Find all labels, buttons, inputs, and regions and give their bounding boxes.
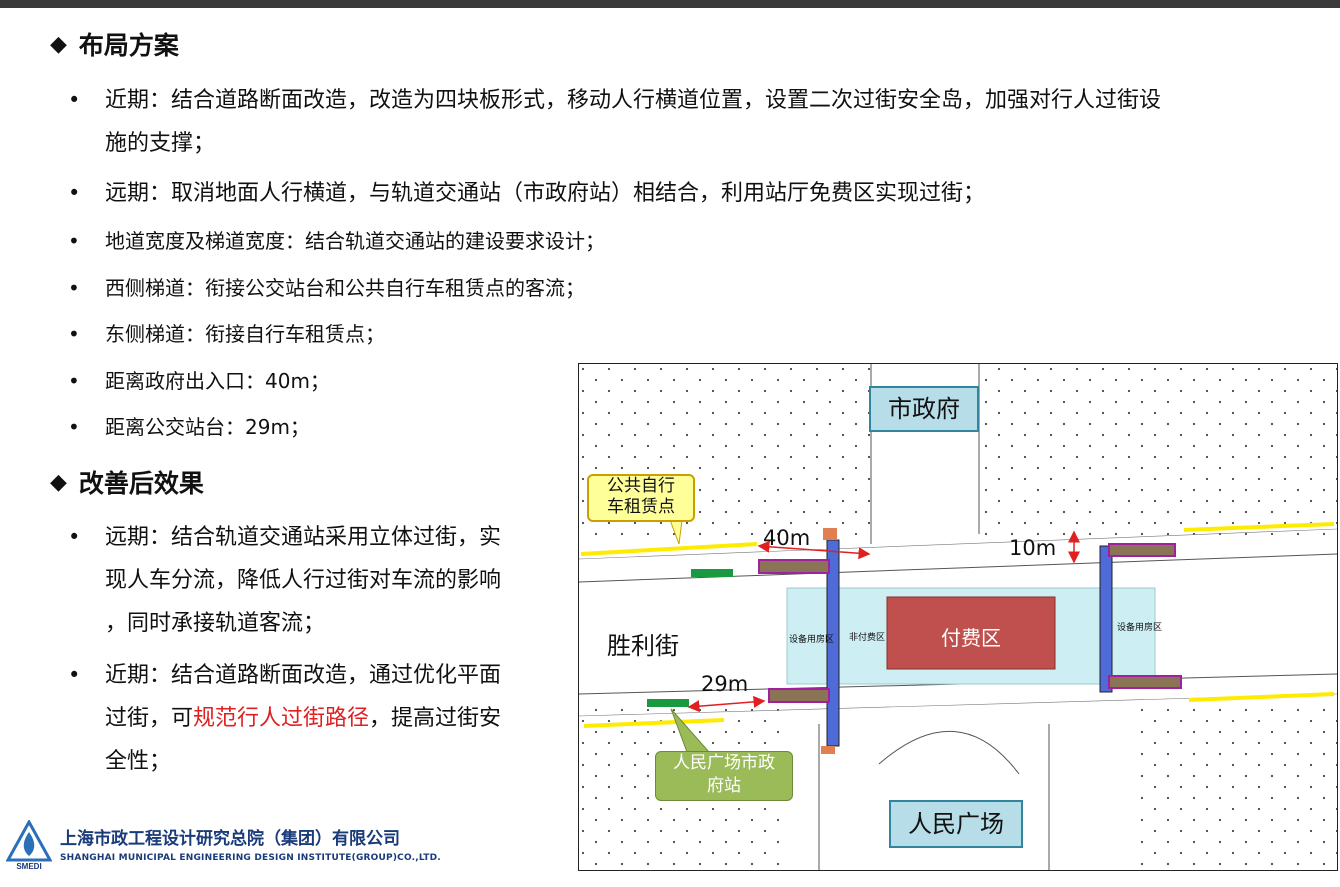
list-item: • 远期：取消地面人行横道，与轨道交通站（市政府站）相结合，利用站厅免费区实现过…	[68, 172, 1168, 215]
callout-bike-rental: 公共自行 车租赁点	[587, 474, 695, 522]
label-equipment-east: 设备用房区	[1117, 623, 1163, 633]
label-paid-area: 付费区	[941, 626, 1001, 650]
bullet-dot: •	[68, 415, 80, 439]
dimension-29m: 29m	[701, 672, 749, 696]
land-block-ne	[979, 364, 1337, 539]
site-plan-drawing	[579, 364, 1337, 870]
list-item-text: 西侧梯道：衔接公交站台和公共自行车租赁点的客流；	[105, 276, 585, 300]
company-name-cn: 上海市政工程设计研究总院（集团）有限公司	[60, 829, 400, 849]
list-item-text: 全性；	[105, 749, 172, 774]
bullet-dot: •	[68, 525, 81, 549]
list-item-text: 远期：结合轨道交通站采用立体过街，实	[105, 525, 502, 550]
highlight-text: 规范行人过街路径	[193, 706, 370, 731]
list-item-text: ，同时承接轨道客流；	[105, 611, 326, 636]
list-item-text: 施的支撑；	[105, 131, 216, 156]
label-street: 胜利街	[607, 632, 679, 660]
top-bar	[0, 0, 1340, 8]
list-item-text: 现人车分流，降低人行过街对车流的影响	[105, 568, 502, 593]
site-plan-map: 市政府 人民广场 胜利街 付费区 非付费区 设备用房区 设备用房区 公共自行 车…	[578, 363, 1338, 871]
list-item: 近期：结合道路断面改造，通过优化平面 过街，可规范行人过街路径，提高过街安 全性…	[105, 654, 565, 783]
land-block-se	[1139, 704, 1337, 870]
bullet-dot: •	[68, 276, 80, 300]
section-heading-effect: ◆ 改善后效果	[50, 464, 204, 500]
bullet-dot: •	[68, 322, 80, 346]
label-unpaid-area: 非付费区	[849, 633, 886, 643]
label-city-government: 市政府	[869, 386, 979, 432]
paid-area	[886, 596, 1056, 670]
list-item: 远期：结合轨道交通站采用立体过街，实 现人车分流，降低人行过街对车流的影响 ，同…	[105, 516, 565, 645]
list-item-text: 过街，可规范行人过街路径，提高过街安	[105, 697, 565, 740]
underpass-east	[1099, 545, 1113, 693]
label-equipment-west: 设备用房区	[789, 635, 835, 645]
text-span: 过街，可	[105, 706, 194, 731]
dimension-40m: 40m	[763, 526, 811, 550]
bullet-dot: •	[68, 369, 80, 393]
list-item: • 地道宽度及梯道宽度：结合轨道交通站的建设要求设计；	[68, 220, 968, 263]
diamond-bullet-icon: ◆	[50, 469, 67, 495]
callout-text: 公共自行	[607, 476, 675, 496]
section-title: 布局方案	[78, 31, 179, 60]
list-item-text: 距离政府出入口：40m；	[105, 369, 330, 393]
bullet-dot: •	[68, 229, 80, 253]
callout-text: 人民广场市政	[673, 753, 775, 773]
dimension-10m: 10m	[1009, 536, 1057, 560]
bullet-dot: •	[68, 663, 81, 687]
list-item-text: 东侧梯道：衔接自行车租赁点；	[105, 322, 385, 346]
text-span: ，提高过街安	[369, 706, 502, 731]
list-item-text: 近期：结合道路断面改造，改造为四块板形式，移动人行横道位置，设置二次过街安全岛，…	[105, 88, 1162, 113]
bullet-dot: •	[68, 88, 81, 112]
list-item: • 东侧梯道：衔接自行车租赁点；	[68, 313, 968, 356]
callout-text: 车租赁点	[607, 497, 675, 517]
company-logo: SMEDI	[6, 820, 52, 870]
section-heading-layout: ◆ 布局方案	[50, 26, 179, 62]
list-item: • 距离公交站台：29m；	[68, 406, 548, 449]
callout-metro-station: 人民广场市政 府站	[655, 751, 793, 801]
diamond-bullet-icon: ◆	[50, 31, 67, 57]
list-item-text: 地道宽度及梯道宽度：结合轨道交通站的建设要求设计；	[105, 229, 605, 253]
company-name-en: SHANGHAI MUNICIPAL ENGINEERING DESIGN IN…	[60, 853, 441, 863]
list-item: • 距离政府出入口：40m；	[68, 360, 548, 403]
label-people-square: 人民广场	[889, 800, 1023, 848]
list-item-text: 远期：取消地面人行横道，与轨道交通站（市政府站）相结合，利用站厅免费区实现过街；	[105, 181, 986, 206]
bullet-dot: •	[68, 181, 81, 205]
section-title: 改善后效果	[78, 469, 204, 498]
list-item-text: 近期：结合道路断面改造，通过优化平面	[105, 663, 502, 688]
svg-text:SMEDI: SMEDI	[16, 862, 41, 870]
list-item-text: 距离公交站台：29m；	[105, 415, 310, 439]
callout-text: 府站	[707, 776, 741, 796]
list-item: • 近期：结合道路断面改造，改造为四块板形式，移动人行横道位置，设置二次过街安全…	[68, 79, 1308, 165]
list-item: • 西侧梯道：衔接公交站台和公共自行车租赁点的客流；	[68, 267, 968, 310]
